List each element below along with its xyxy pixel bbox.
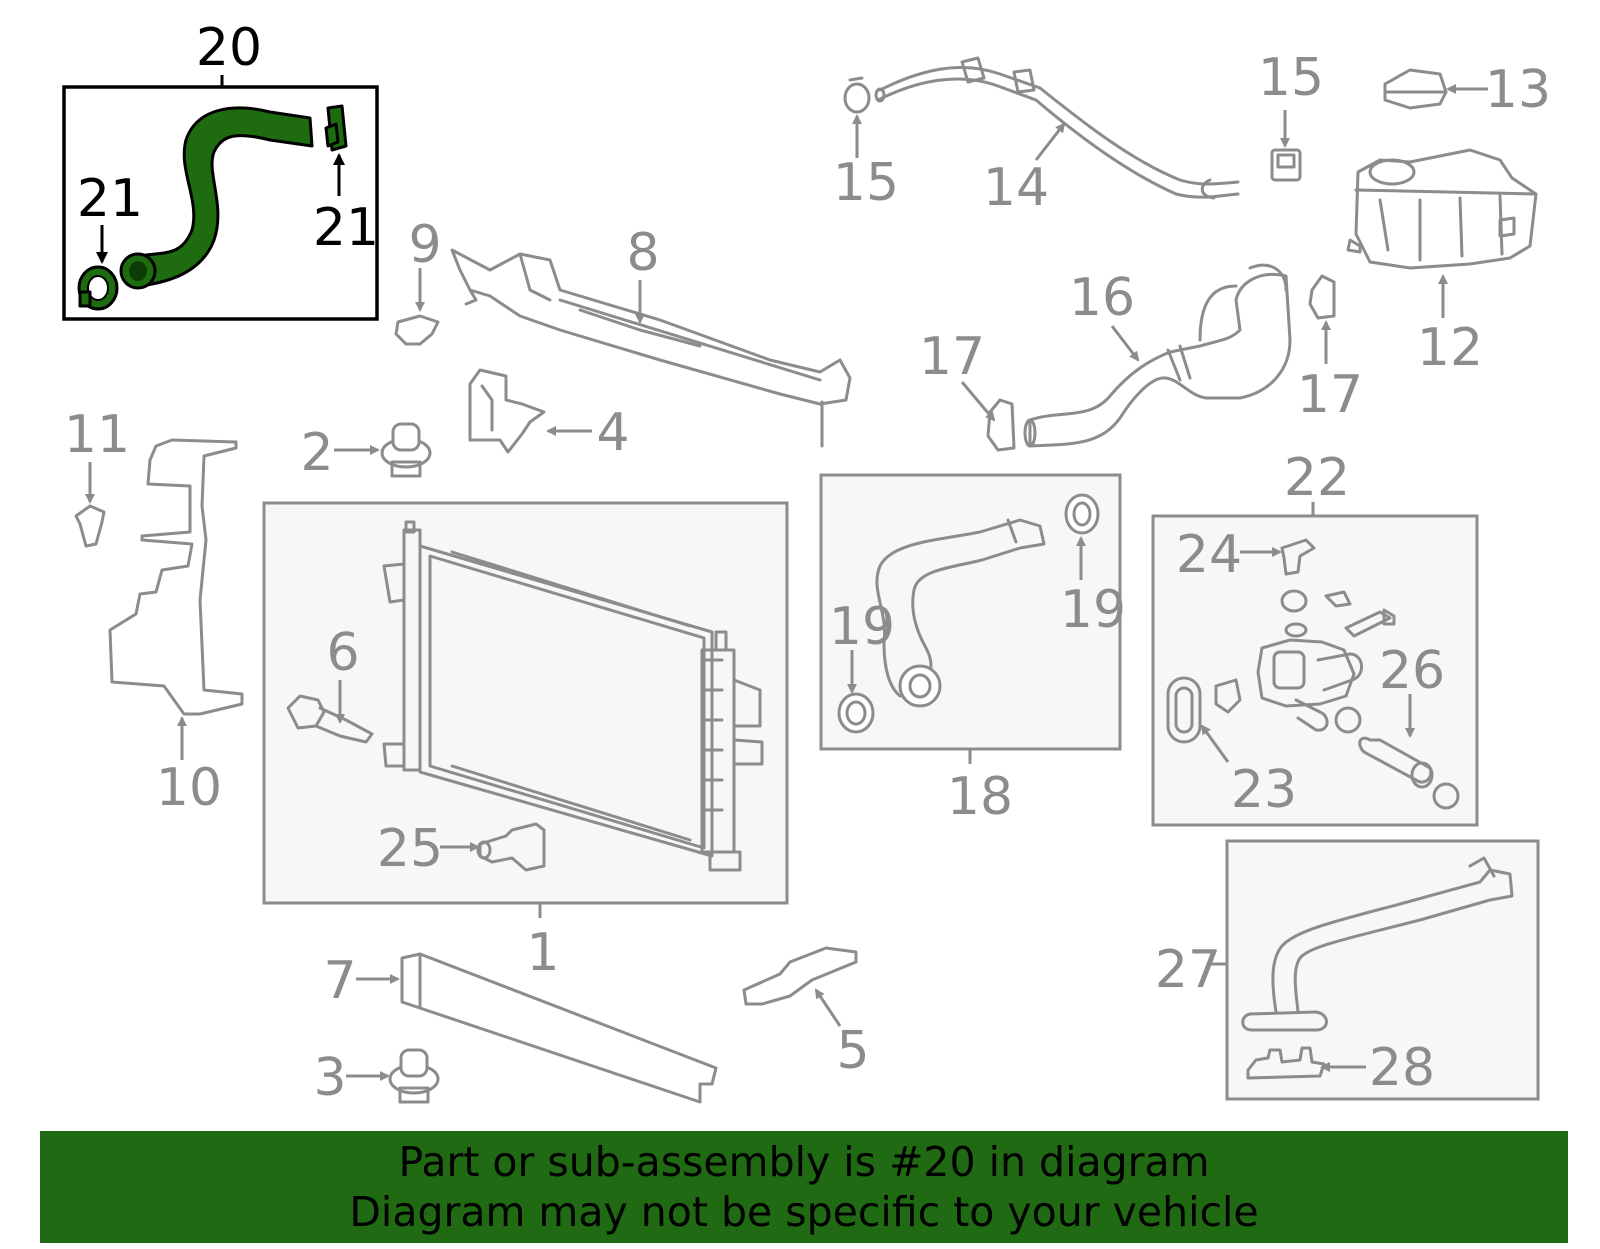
- callout-14: 14: [983, 158, 1049, 218]
- callout-13: 13: [1485, 60, 1551, 120]
- callout-17-left: 17: [919, 327, 985, 387]
- callout-17-right: 17: [1297, 365, 1363, 425]
- notice-line-2: Diagram may not be specific to your vehi…: [349, 1188, 1259, 1236]
- callout-11: 11: [64, 405, 130, 465]
- hose-clamp-21-right: [324, 104, 348, 152]
- callout-22: 22: [1284, 448, 1350, 508]
- push-pin-9: [394, 314, 440, 346]
- callout-4: 4: [596, 403, 629, 463]
- callout-27: 27: [1155, 940, 1221, 1000]
- callout-7: 7: [323, 951, 356, 1011]
- callout-28: 28: [1369, 1038, 1435, 1098]
- air-deflector-10: [108, 438, 244, 716]
- grommet-3: [388, 1048, 440, 1104]
- seal-small: [1214, 678, 1242, 714]
- grommet-2: [380, 422, 432, 478]
- coolant-pipe-27: [1241, 856, 1514, 1032]
- hose-26: [1334, 706, 1460, 810]
- reservoir-cap-13: [1383, 68, 1448, 110]
- callout-23: 23: [1231, 760, 1297, 820]
- callout-20: 20: [196, 18, 262, 78]
- callout-15-left: 15: [833, 153, 899, 213]
- bracket-4: [468, 368, 546, 454]
- hose-clamp-17-right: [1308, 274, 1336, 320]
- radiator-assembly-box: [262, 501, 789, 905]
- radiator-1: [382, 520, 764, 872]
- callout-12: 12: [1417, 318, 1483, 378]
- hose-clamp-19-lower: [837, 692, 875, 734]
- hose-clamp-19-upper: [1064, 493, 1100, 535]
- callout-19-right: 19: [1060, 580, 1126, 640]
- notice-line-1: Part or sub-assembly is #20 in diagram: [398, 1138, 1210, 1186]
- hose-clamp-21-left: [77, 265, 119, 311]
- callout-21-left: 21: [77, 169, 143, 229]
- upper-radiator-support-8: [450, 248, 852, 448]
- callout-21-right: 21: [313, 198, 379, 258]
- push-pin-11: [74, 504, 106, 548]
- callout-2: 2: [300, 423, 333, 483]
- hose-clamp-15-right: [1270, 148, 1302, 182]
- callout-26: 26: [1379, 641, 1445, 701]
- bracket-5: [742, 946, 858, 1006]
- coolant-temp-sensor-24: [1280, 538, 1316, 576]
- radiator-outlet-hose-20: [119, 106, 314, 290]
- coolant-reservoir-12: [1346, 148, 1538, 270]
- callout-8: 8: [626, 223, 659, 283]
- pipe-assembly-27-box: [1225, 839, 1540, 1101]
- water-outlet-assembly-22-box: [1151, 514, 1479, 827]
- notice-banner: Part or sub-assembly is #20 in diagram D…: [40, 1131, 1568, 1243]
- radiator-inlet-hose-16: [1023, 263, 1292, 448]
- callout-6: 6: [326, 623, 359, 683]
- water-outlet-22: [1256, 589, 1396, 732]
- callout-5: 5: [836, 1021, 869, 1081]
- callout-16: 16: [1069, 268, 1135, 328]
- callout-15-right: 15: [1258, 48, 1324, 108]
- hose-clamp-15-left: [843, 76, 871, 114]
- heater-hose-14: [874, 56, 1240, 200]
- lower-baffle-7: [400, 952, 718, 1104]
- callout-18: 18: [947, 767, 1013, 827]
- callout-1: 1: [526, 923, 559, 983]
- radiator-hose-18: [875, 518, 1046, 708]
- callout-3: 3: [313, 1048, 346, 1108]
- callout-25: 25: [377, 819, 443, 879]
- gasket-28: [1246, 1046, 1326, 1080]
- callout-19-left: 19: [829, 597, 895, 657]
- gasket-23: [1166, 676, 1202, 744]
- callout-9: 9: [408, 215, 441, 275]
- hose-clamp-17-left: [986, 398, 1016, 452]
- callout-24: 24: [1176, 525, 1242, 585]
- callout-10: 10: [156, 758, 222, 818]
